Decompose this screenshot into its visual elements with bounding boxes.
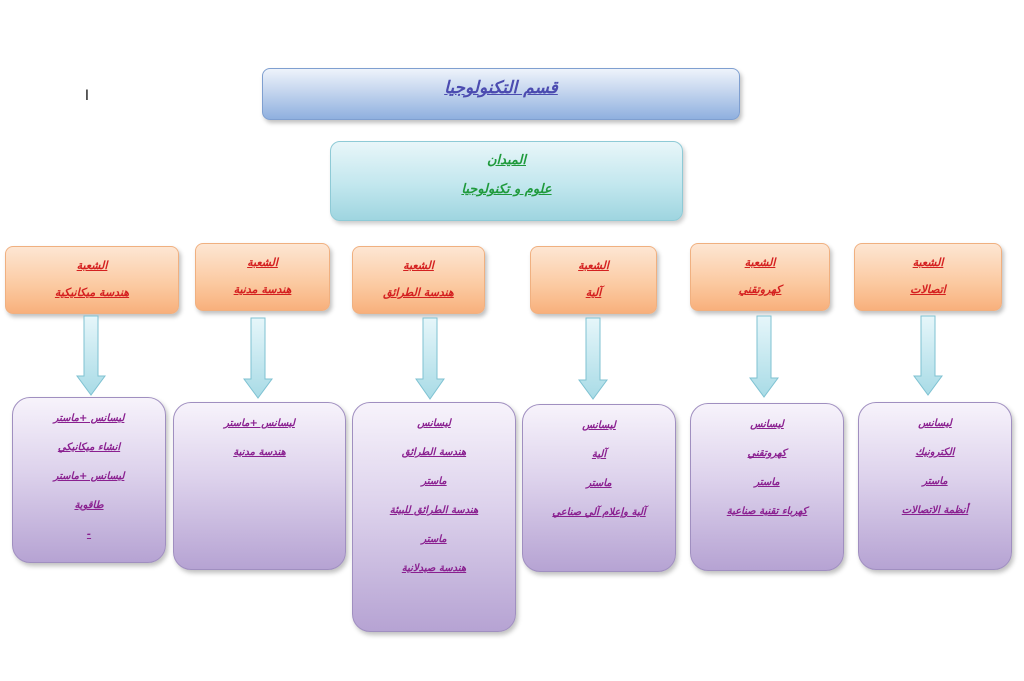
programs-automation: ليسانس آلية ماستر آلية وإعلام آلي صناعي	[522, 404, 676, 572]
branch-name: كهروتقني	[738, 283, 782, 296]
branch-process-engineering: الشعبة هندسة الطرائق	[352, 246, 485, 314]
program-item: كهروتقني	[747, 448, 787, 459]
arrow-down-icon	[243, 317, 273, 399]
arrow-down-icon	[749, 315, 779, 398]
program-item: ماستر	[421, 476, 447, 487]
program-item: ليسانس +ماستر	[53, 471, 125, 482]
branch-civil-engineering: الشعبة هندسة مدنية	[195, 243, 330, 311]
branch-electrotechnics: الشعبة كهروتقني	[690, 243, 830, 311]
programs-mechanical-engineering: ليسانس +ماستر انشاء ميكانيكي ليسانس +ماس…	[12, 397, 166, 563]
branch-name: اتصالات	[910, 283, 946, 296]
programs-process-engineering: ليسانس هندسة الطرائق ماستر هندسة الطرائق…	[352, 402, 516, 632]
program-item: هندسة مدنية	[233, 447, 286, 458]
department-title-box: قسم التكنولوجيا	[262, 68, 740, 120]
stray-marker: ا	[85, 88, 89, 104]
branch-label: الشعبة	[912, 256, 944, 269]
branch-label: الشعبة	[578, 259, 609, 272]
branch-label: الشعبة	[247, 256, 278, 269]
program-item: طاقوية	[74, 500, 104, 511]
program-item: ليسانس +ماستر	[224, 418, 295, 429]
program-item: هندسة الطرائق	[401, 447, 467, 458]
program-item: ماستر	[922, 476, 948, 487]
branch-label: الشعبة	[403, 259, 434, 272]
program-item: ليسانس	[417, 418, 451, 429]
program-item: هندسة صيدلانية	[401, 563, 467, 574]
branch-automation: الشعبة آلية	[530, 246, 657, 314]
programs-telecommunications: ليسانس الكترونيك ماستر أنظمة الاتصالات	[858, 402, 1012, 570]
field-name: علوم و تكنولوجيا	[461, 182, 552, 197]
arrow-down-icon	[913, 315, 943, 396]
field-label: الميدان	[487, 153, 526, 168]
branch-name: هندسة مدنية	[233, 283, 292, 296]
program-item: ليسانس	[750, 419, 784, 430]
programs-civil-engineering: ليسانس +ماستر هندسة مدنية	[173, 402, 346, 570]
program-item: -	[86, 529, 92, 540]
program-item: هندسة الطرائق للبيئة	[389, 505, 479, 516]
program-item: ليسانس	[918, 418, 952, 429]
program-item: ماستر	[421, 534, 447, 545]
branch-name: آلية	[585, 286, 602, 299]
programs-electrotechnics: ليسانس كهروتقني ماستر كهرباء تقنية صناعي…	[690, 403, 844, 571]
program-item: ليسانس +ماستر	[53, 413, 125, 424]
arrow-down-icon	[76, 315, 106, 396]
department-title: قسم التكنولوجيا	[444, 78, 558, 98]
program-item: آلية وإعلام آلي صناعي	[552, 507, 646, 518]
program-item: ليسانس	[582, 420, 616, 431]
branch-mechanical-engineering: الشعبة هندسة ميكانيكية	[5, 246, 179, 314]
program-item: الكترونيك	[915, 447, 955, 458]
branch-name: هندسة الطرائق	[383, 286, 454, 299]
program-item: ماستر	[586, 478, 612, 489]
program-item: ماستر	[754, 477, 780, 488]
branch-telecommunications: الشعبة اتصالات	[854, 243, 1002, 311]
program-item: كهرباء تقنية صناعية	[726, 506, 808, 517]
program-item: أنظمة الاتصالات	[901, 505, 969, 516]
branch-name: هندسة ميكانيكية	[54, 286, 130, 299]
field-box: الميدان علوم و تكنولوجيا	[330, 141, 683, 221]
branch-label: الشعبة	[76, 259, 108, 272]
program-item: انشاء ميكانيكي	[57, 442, 121, 453]
program-item: آلية	[591, 449, 607, 460]
branch-label: الشعبة	[744, 256, 776, 269]
arrow-down-icon	[578, 317, 608, 400]
arrow-down-icon	[415, 317, 445, 400]
